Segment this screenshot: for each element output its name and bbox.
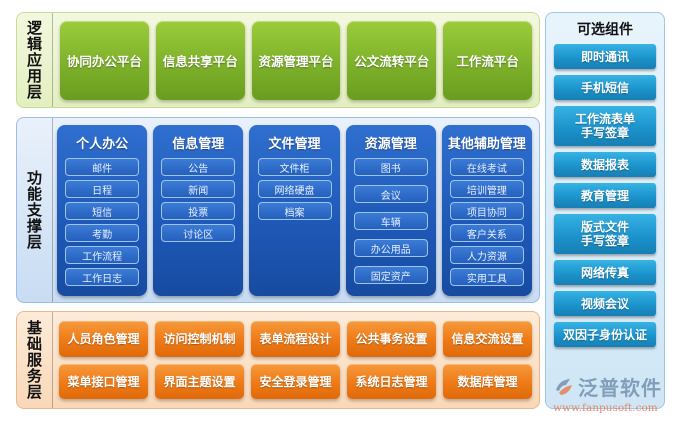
service-item: 数据库管理 xyxy=(443,363,532,399)
optional-components-panel: 可选组件 即时通讯 手机短信 工作流表单 手写签章 数据报表 教育管理 版式文件… xyxy=(545,12,665,409)
optional-sms: 手机短信 xyxy=(554,75,656,100)
module-item: 在线考试 xyxy=(449,158,524,176)
column-title: 个人办公 xyxy=(76,137,129,152)
optional-education-management: 教育管理 xyxy=(554,183,656,208)
platform-info-sharing: 信息共享平台 xyxy=(155,21,245,100)
optional-instant-messaging: 即时通讯 xyxy=(554,44,656,69)
platform-resource-management: 资源管理平台 xyxy=(251,21,341,100)
optional-layout-file-signature: 版式文件 手写签章 xyxy=(554,214,656,254)
layer-label: 基础服务层 xyxy=(17,312,53,408)
module-item: 日程 xyxy=(65,180,140,198)
module-item: 档案 xyxy=(257,202,332,220)
optional-label: 网络传真 xyxy=(580,265,629,280)
layer-label: 功能支撑层 xyxy=(17,118,53,302)
fanpu-logo-icon xyxy=(553,376,575,398)
module-item: 公告 xyxy=(161,158,236,176)
base-service-layer: 基础服务层 人员角色管理 访问控制机制 表单流程设计 公共事务设置 信息交流设置… xyxy=(16,311,540,409)
column-title: 信息管理 xyxy=(172,137,225,152)
base-layer-label: 基础服务层 xyxy=(25,320,43,400)
column-other-auxiliary: 其他辅助管理 在线考试 培训管理 项目协同 客户关系 人力资源 实用工具 xyxy=(441,125,533,296)
module-item: 文件柜 xyxy=(257,158,332,176)
layer-label: 逻辑应用层 xyxy=(17,13,53,107)
optional-video-conference: 视频会议 xyxy=(554,291,656,316)
module-item: 图书 xyxy=(353,158,428,176)
optional-data-report: 数据报表 xyxy=(554,152,656,177)
optional-label: 教育管理 xyxy=(580,188,629,203)
column-title: 资源管理 xyxy=(364,137,417,152)
platform-collaborative-office: 协同办公平台 xyxy=(60,21,149,100)
optional-label: 版式文件 xyxy=(580,220,629,234)
function-columns: 个人办公 邮件 日程 短信 考勤 工作流程 工作日志 信息管理 公告 新闻 投票… xyxy=(53,118,539,302)
module-item: 讨论区 xyxy=(161,224,236,242)
optional-label: 视频会议 xyxy=(580,296,629,311)
platform-workflow: 工作流平台 xyxy=(443,21,532,100)
module-item: 固定资产 xyxy=(353,266,428,284)
brand-watermark: 泛普软件 www.fanpusoft.com xyxy=(553,372,678,417)
optional-network-fax: 网络传真 xyxy=(554,260,656,285)
module-item: 人力资源 xyxy=(449,246,524,264)
platform-document-flow: 公文流转平台 xyxy=(347,21,437,100)
module-item: 会议 xyxy=(353,185,428,203)
module-item: 工作日志 xyxy=(65,268,140,286)
watermark-logo-row: 泛普软件 xyxy=(553,372,678,401)
optional-workflow-form-signature: 工作流表单 手写签章 xyxy=(554,106,656,146)
column-title: 文件管理 xyxy=(268,137,321,152)
column-file-management: 文件管理 文件柜 网络硬盘 档案 xyxy=(249,125,340,296)
column-personal-office: 个人办公 邮件 日程 短信 考勤 工作流程 工作日志 xyxy=(57,125,148,296)
watermark-brand: 泛普软件 xyxy=(578,376,662,400)
service-item: 安全登录管理 xyxy=(251,363,340,399)
module-item: 邮件 xyxy=(65,158,140,176)
service-item: 人员角色管理 xyxy=(59,321,148,357)
optional-label: 数据报表 xyxy=(580,157,629,172)
optional-two-factor-auth: 双因子身份认证 xyxy=(554,322,656,347)
base-services: 人员角色管理 访问控制机制 表单流程设计 公共事务设置 信息交流设置 菜单接口管… xyxy=(53,312,539,408)
service-item: 信息交流设置 xyxy=(443,321,532,357)
column-title: 其他辅助管理 xyxy=(447,137,526,152)
optional-label: 工作流表单 xyxy=(574,112,635,126)
function-support-layer: 功能支撑层 个人办公 邮件 日程 短信 考勤 工作流程 工作日志 信息管理 公告… xyxy=(16,117,540,303)
optional-label: 手机短信 xyxy=(580,80,629,95)
module-item: 培训管理 xyxy=(449,180,524,198)
module-item: 网络硬盘 xyxy=(257,180,332,198)
module-item: 新闻 xyxy=(161,180,236,198)
module-item: 客户关系 xyxy=(449,224,524,242)
module-item: 项目协同 xyxy=(449,202,524,220)
service-item: 界面主题设置 xyxy=(155,363,244,399)
service-item: 公共事务设置 xyxy=(347,321,436,357)
column-resource-management: 资源管理 图书 会议 车辆 办公用品 固定资产 xyxy=(345,125,436,296)
watermark-url: www.fanpusoft.com xyxy=(553,402,658,414)
module-item: 考勤 xyxy=(65,224,140,242)
logic-platforms: 协同办公平台 信息共享平台 资源管理平台 公文流转平台 工作流平台 xyxy=(53,13,539,107)
service-item: 表单流程设计 xyxy=(251,321,340,357)
logic-layer-label: 逻辑应用层 xyxy=(25,20,43,100)
module-item: 投票 xyxy=(161,202,236,220)
service-item: 菜单接口管理 xyxy=(59,363,148,399)
logic-application-layer: 逻辑应用层 协同办公平台 信息共享平台 资源管理平台 公文流转平台 工作流平台 xyxy=(16,12,540,108)
panel-title: 可选组件 xyxy=(577,22,633,38)
module-item: 车辆 xyxy=(353,212,428,230)
module-item: 工作流程 xyxy=(65,246,140,264)
module-item: 实用工具 xyxy=(449,268,524,286)
module-item: 办公用品 xyxy=(353,239,428,257)
function-layer-label: 功能支撑层 xyxy=(25,170,43,250)
service-item: 访问控制机制 xyxy=(155,321,244,357)
optional-label: 即时通讯 xyxy=(580,49,629,64)
optional-label: 手写签章 xyxy=(580,234,629,248)
service-item: 系统日志管理 xyxy=(347,363,436,399)
column-info-management: 信息管理 公告 新闻 投票 讨论区 xyxy=(153,125,244,296)
optional-label: 双因子身份认证 xyxy=(562,327,647,342)
module-item: 短信 xyxy=(65,202,140,220)
optional-label: 手写签章 xyxy=(580,126,629,140)
